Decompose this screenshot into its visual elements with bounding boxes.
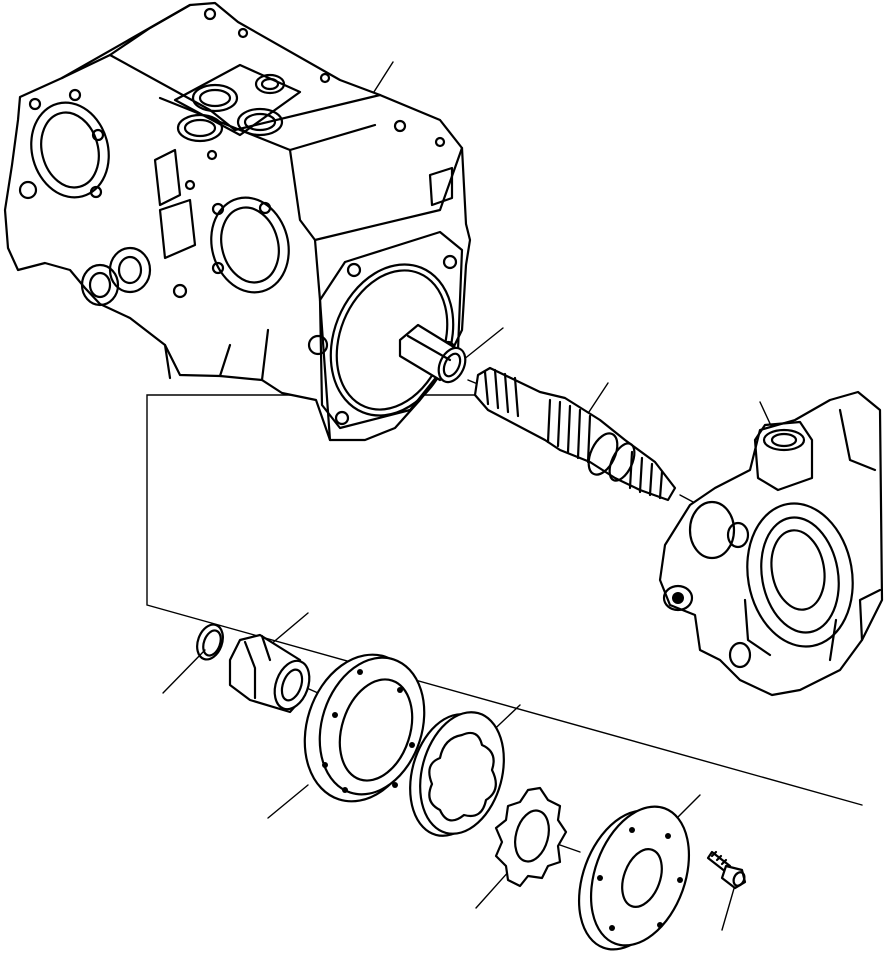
- pump-housing-icon: [3, 1, 472, 442]
- bearing-sleeve-icon: [228, 633, 311, 714]
- leader-line-inner-rotor: [475, 869, 511, 909]
- leader-line-snap-ring: [162, 649, 206, 694]
- bushing-icon: [398, 323, 467, 384]
- leader-line-sleeve: [269, 612, 309, 646]
- outer-rotor-icon: [409, 711, 505, 837]
- bolt-icon: [706, 850, 747, 890]
- inner-rotor-icon: [494, 786, 568, 888]
- leader-line-housing-ring: [267, 784, 309, 819]
- cover-plate-icon: [577, 805, 691, 951]
- leader-line-bolt: [721, 884, 736, 931]
- snap-ring-icon: [196, 623, 224, 661]
- leader-line-bushing: [462, 327, 504, 361]
- housing-ring-icon: [303, 653, 426, 803]
- end-cover-icon: [658, 390, 884, 697]
- leader-line-housing: [371, 61, 394, 96]
- splined-shaft-icon: [473, 366, 677, 502]
